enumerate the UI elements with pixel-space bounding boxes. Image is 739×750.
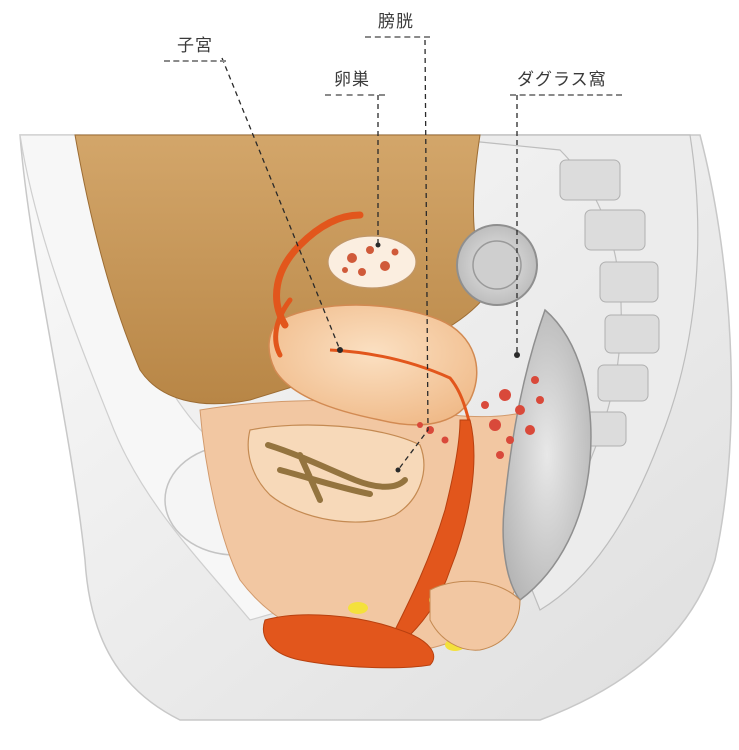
douglas-pouch-label: ダグラス窩 <box>517 70 607 90</box>
ovary-label-underline <box>325 94 385 96</box>
ovary-label: 卵巣 <box>334 70 370 90</box>
douglas-pouch-label-underline <box>510 94 622 96</box>
uterus-label: 子宮 <box>177 36 213 56</box>
bladder-label-underline <box>365 36 430 38</box>
uterus-label-underline <box>164 60 226 62</box>
bladder-label: 膀胱 <box>378 12 414 32</box>
ovary <box>328 236 416 288</box>
